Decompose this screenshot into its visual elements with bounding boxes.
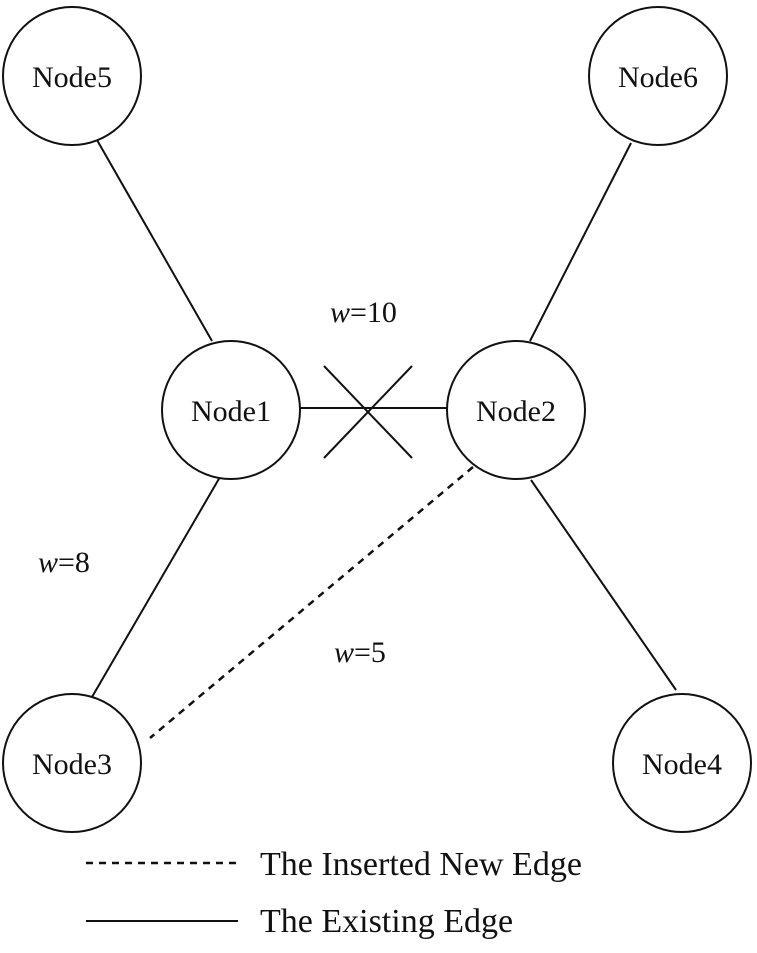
legend-new-edge-label: The Inserted New Edge	[260, 846, 582, 883]
node6: Node6	[588, 6, 728, 146]
legend-existing-edge-label: The Existing Edge	[260, 903, 513, 940]
node3-label: Node3	[32, 748, 112, 781]
node6-label: Node6	[618, 61, 698, 94]
node4: Node4	[612, 693, 752, 833]
legend: The Inserted New Edge The Existing Edge	[86, 846, 582, 940]
edge-node2-node3-new	[149, 466, 474, 739]
node1-label: Node1	[191, 395, 271, 428]
node5-label: Node5	[32, 61, 112, 94]
node3: Node3	[2, 693, 142, 833]
edge-node2-node4	[530, 479, 677, 691]
edge-node5-node1	[96, 139, 213, 342]
weight-label-node2-node3: w=5	[334, 636, 386, 669]
node2-label: Node2	[476, 395, 556, 428]
node2: Node2	[446, 340, 586, 480]
weight-label-node1-node2: w=10	[330, 296, 397, 329]
node5: Node5	[2, 6, 142, 146]
weight-label-node1-node3: w=8	[38, 546, 90, 579]
node1: Node1	[161, 340, 301, 480]
removed-edge-cross	[323, 365, 413, 459]
node4-label: Node4	[642, 748, 722, 781]
edge-node6-node2	[529, 142, 632, 342]
edge-node1-node3	[91, 476, 221, 698]
